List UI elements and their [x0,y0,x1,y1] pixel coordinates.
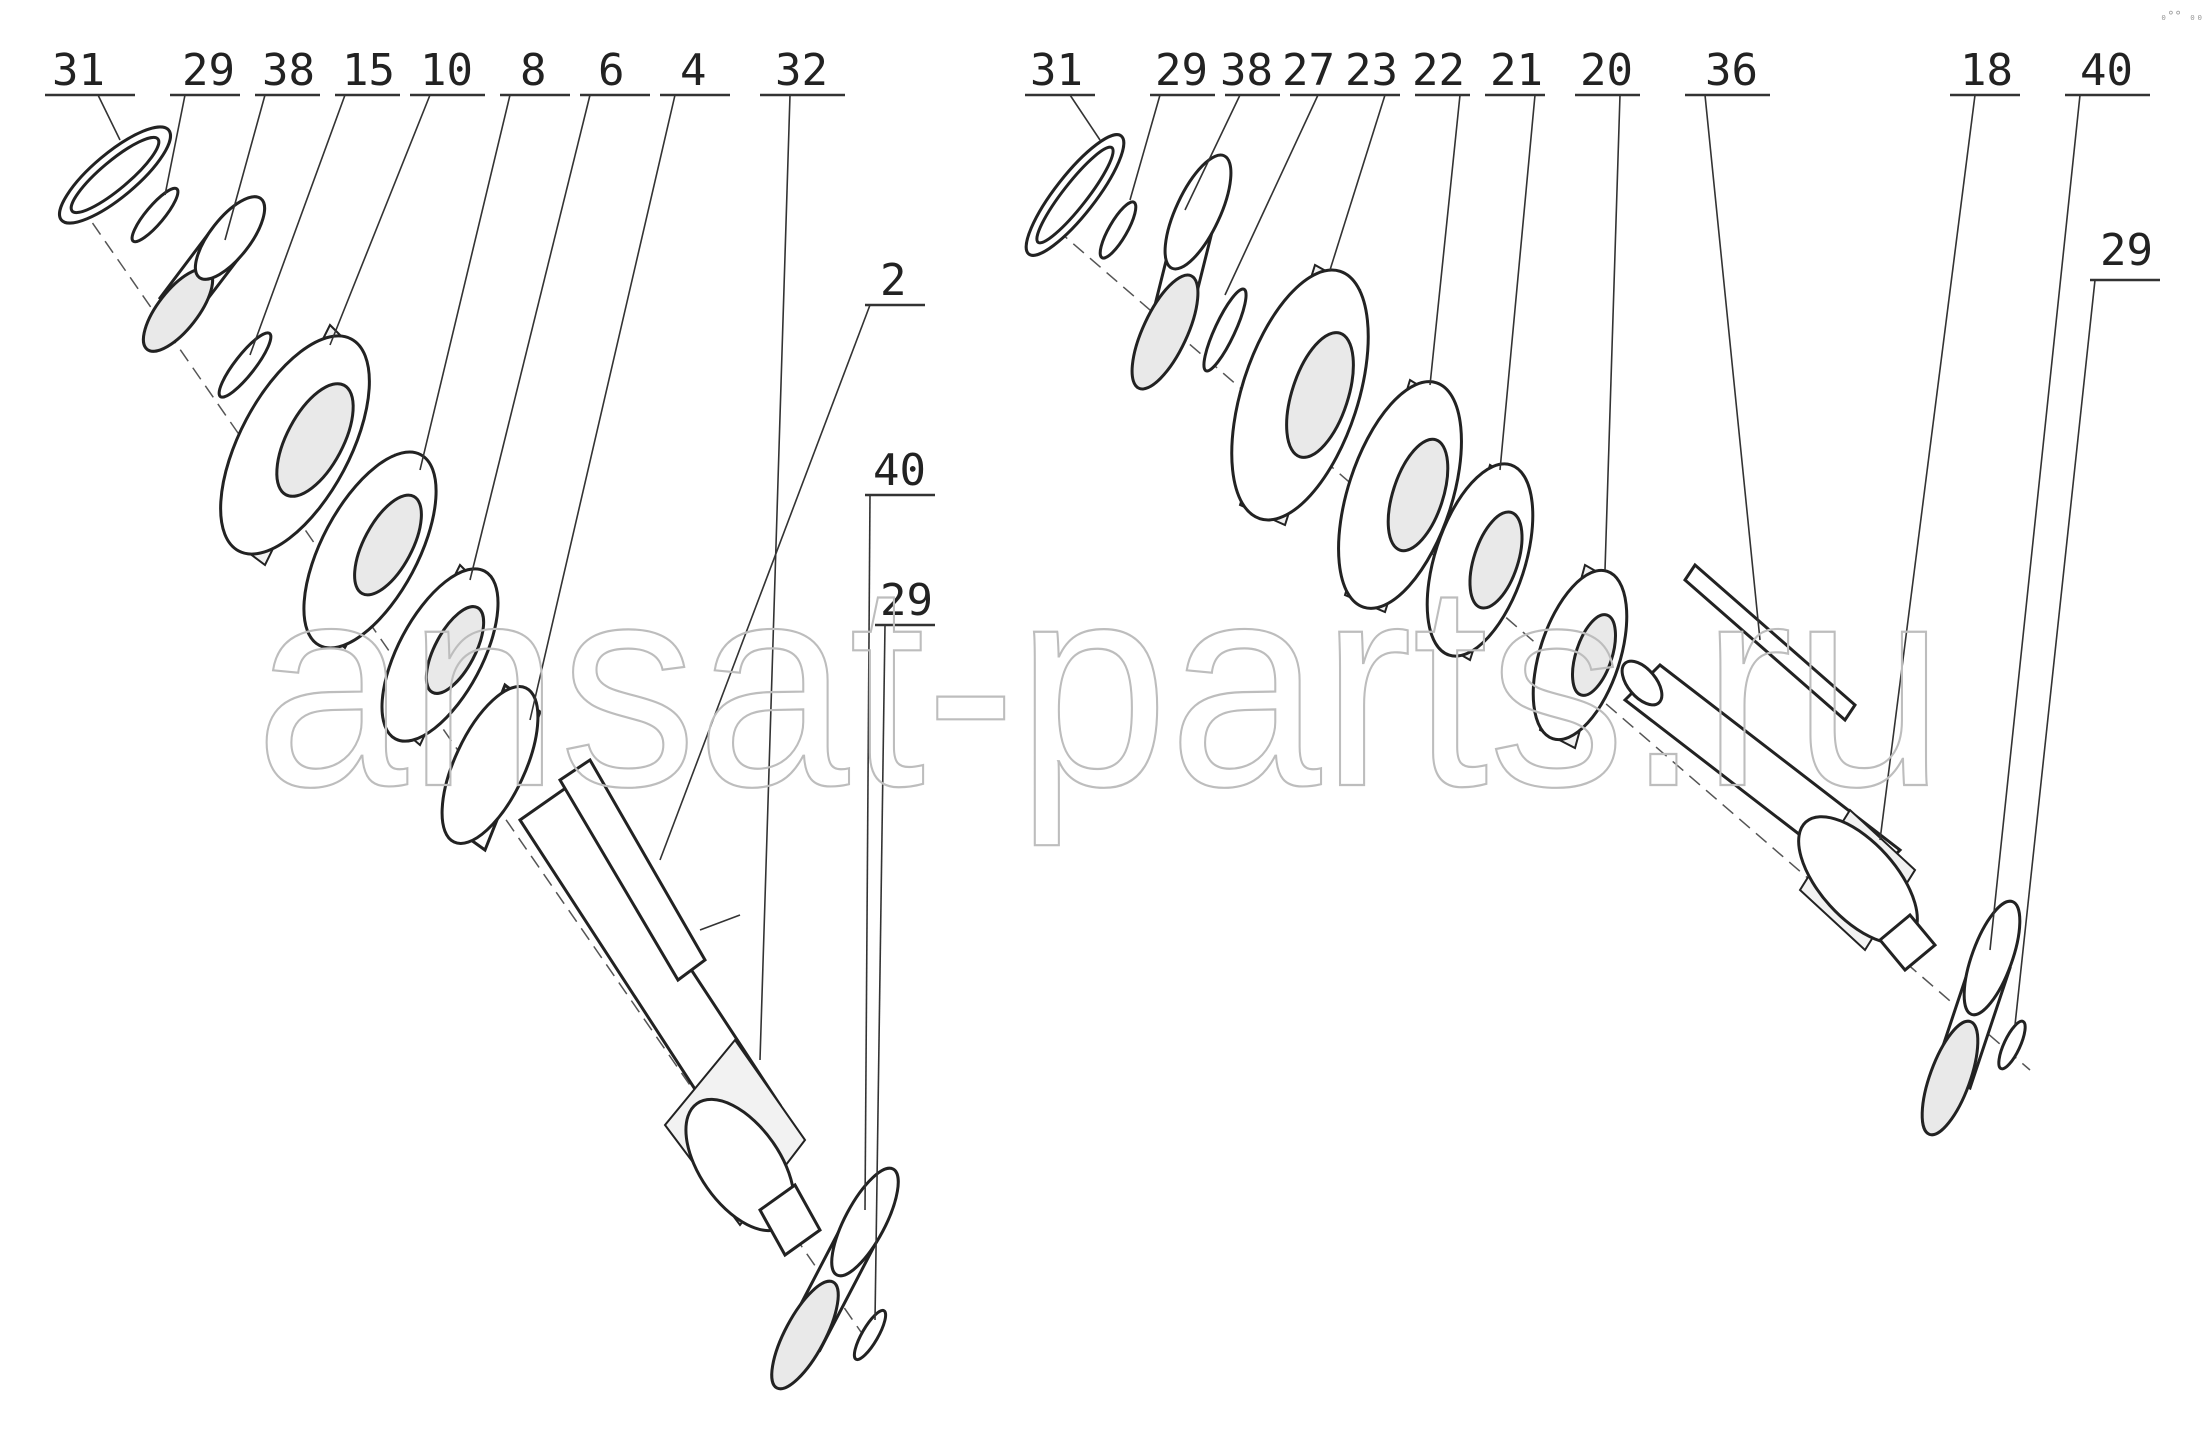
right-part-20-gear [1531,563,1629,750]
left-label-29: 29 [182,45,235,96]
right-part-31-snap-ring [1024,133,1126,257]
right-part-29-end-ring [1997,1019,2027,1071]
left-label-38: 38 [262,45,315,96]
right-label-29: 29 [1155,45,1208,96]
right-shaft [1620,659,1938,973]
left-part-29-ring [130,186,180,244]
right-label-40: 40 [2080,45,2133,96]
right-part-38-bearing [1130,153,1233,391]
left-label-2: 2 [880,255,907,306]
corner-mark: ₀°° ₀₀₀ [2160,9,2205,23]
right-part-21-gear [1425,462,1535,662]
right-part-23-gear [1230,263,1370,527]
left-shaft [517,757,822,1258]
left-part-6-gear [380,563,500,747]
left-part-31-snap-ring [58,125,172,225]
right-label-22: 22 [1412,45,1465,96]
left-label-10: 10 [420,45,473,96]
left-label-32: 32 [775,45,828,96]
left-part-29-end-ring [852,1308,888,1362]
left-part-38-bearing [141,195,267,353]
right-label-27: 27 [1282,45,1335,96]
right-part-22-gear [1337,378,1463,614]
right-label-36: 36 [1705,45,1758,96]
left-label-15: 15 [342,45,395,96]
right-label-23: 23 [1345,45,1398,96]
left-label-29-end: 29 [880,575,933,626]
left-label-8: 8 [520,45,547,96]
left-label-40: 40 [873,445,926,496]
left-label-31: 31 [52,45,105,96]
right-label-21: 21 [1490,45,1543,96]
left-part-4-sleeve [440,682,542,853]
left-part-15-washer [217,331,273,399]
right-part-27-ring [1202,287,1248,373]
watermark-text: ansat-parts.ru [255,523,1945,848]
right-label-38: 38 [1220,45,1273,96]
right-label-20: 20 [1580,45,1633,96]
left-part-8-gear [302,450,438,650]
left-assembly: 31 29 38 15 10 8 6 4 32 2 40 29 [45,45,935,1391]
left-label-4: 4 [680,45,707,96]
left-label-6: 6 [598,45,625,96]
left-part-40-bearing [770,1166,900,1391]
right-part-29-ring [1098,200,1138,260]
right-label-31: 31 [1030,45,1083,96]
right-label-18: 18 [1960,45,2013,96]
left-part-10-gear [219,323,371,567]
right-part-36-key [1683,562,1857,723]
right-assembly: 31 29 38 27 23 22 21 20 36 18 40 29 [1024,45,2160,1137]
right-label-29-end: 29 [2100,225,2153,276]
right-part-40-bearing [1920,899,2022,1137]
